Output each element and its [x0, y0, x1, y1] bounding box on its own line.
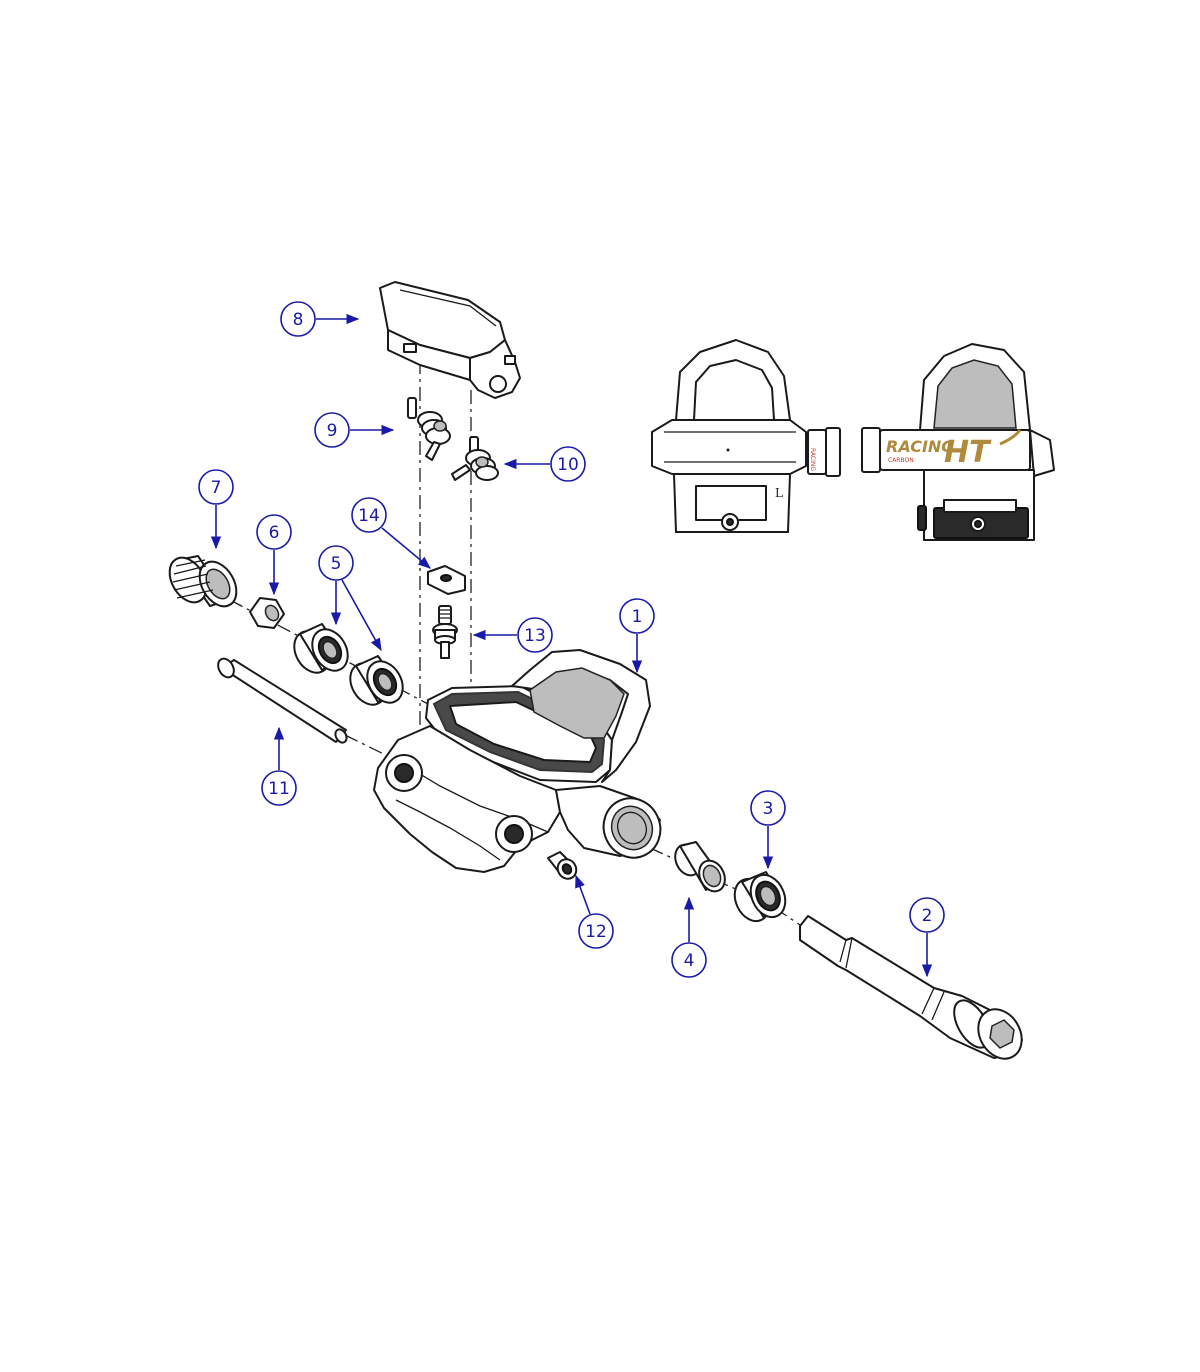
callout-balloon-1 — [619, 598, 655, 634]
part-12-screw — [547, 851, 578, 880]
callout-label-4: 4 — [684, 951, 695, 971]
part-5-bearing-upper — [293, 623, 349, 674]
callout-label-12: 12 — [585, 922, 607, 942]
callout-label-13: 13 — [524, 626, 546, 646]
callout-label-6: 6 — [269, 523, 280, 543]
callout-balloon-3 — [750, 790, 786, 826]
callout-label-10: 10 — [557, 455, 579, 475]
part-7-threaded-cap — [168, 555, 238, 608]
callout-label-5: 5 — [331, 554, 342, 574]
svg-text:RACING: RACING — [809, 448, 816, 471]
callout-4: 4 — [671, 896, 707, 978]
callout-balloon-2 — [909, 897, 945, 933]
callout-label-11: 11 — [268, 779, 290, 799]
callout-1: 1 — [619, 598, 655, 674]
callout-leader-12-0 — [575, 874, 591, 915]
callout-7: 7 — [198, 469, 234, 550]
callout-balloon-13 — [517, 617, 553, 653]
callout-label-14: 14 — [358, 506, 380, 526]
callout-13: 13 — [472, 617, 553, 653]
callout-6: 6 — [256, 514, 292, 596]
callout-balloon-14 — [351, 497, 387, 533]
callout-14: 14 — [351, 497, 431, 569]
logo-racing-text: RACING — [886, 437, 954, 456]
callout-leader-5-1 — [341, 579, 382, 652]
callout-balloon-9 — [314, 412, 350, 448]
side-view-right-pedal: RACING CARBON HT — [861, 343, 1055, 541]
part-10-spring — [451, 436, 499, 481]
part-14-tension-plate — [427, 565, 466, 595]
callout-label-1: 1 — [632, 607, 643, 627]
part-11-pin — [217, 657, 348, 744]
callout-3: 3 — [750, 790, 786, 870]
callout-label-3: 3 — [763, 799, 774, 819]
part-6-nut — [249, 597, 285, 629]
callout-10: 10 — [503, 446, 586, 482]
callout-label-7: 7 — [211, 478, 222, 498]
part-3-bearing — [733, 871, 787, 923]
callout-balloon-11 — [261, 770, 297, 806]
callout-balloon-12 — [578, 913, 614, 949]
part-9-spring — [407, 397, 451, 461]
part-1-pedal-body — [373, 649, 662, 873]
callout-12: 12 — [575, 874, 614, 949]
callout-2: 2 — [909, 897, 945, 978]
logo-carbon-text: CARBON — [888, 457, 914, 464]
callout-balloon-7 — [198, 469, 234, 505]
callout-9: 9 — [314, 412, 395, 448]
callout-8: 8 — [280, 301, 360, 337]
side-view-left-pedal: L RACING — [651, 339, 841, 533]
part-13-tension-screw — [432, 605, 458, 659]
callout-balloon-4 — [671, 942, 707, 978]
callout-balloon-6 — [256, 514, 292, 550]
part-2-spindle — [799, 915, 1023, 1060]
part-8-top-plate — [379, 281, 521, 399]
callout-balloon-10 — [550, 446, 586, 482]
callout-label-2: 2 — [922, 906, 933, 926]
axis-line-pin — [344, 734, 401, 763]
part-4-bushing — [674, 841, 726, 893]
callout-label-8: 8 — [293, 310, 304, 330]
callout-balloon-5 — [318, 545, 354, 581]
part-5-bearing-lower — [349, 655, 404, 706]
callout-label-9: 9 — [327, 421, 338, 441]
callout-11: 11 — [261, 726, 297, 806]
callout-leader-14-0 — [381, 527, 431, 569]
logo-ht-text: HT — [944, 435, 992, 470]
callout-5: 5 — [318, 545, 382, 652]
side-letter-label: L — [775, 486, 783, 500]
callout-balloon-8 — [280, 301, 316, 337]
